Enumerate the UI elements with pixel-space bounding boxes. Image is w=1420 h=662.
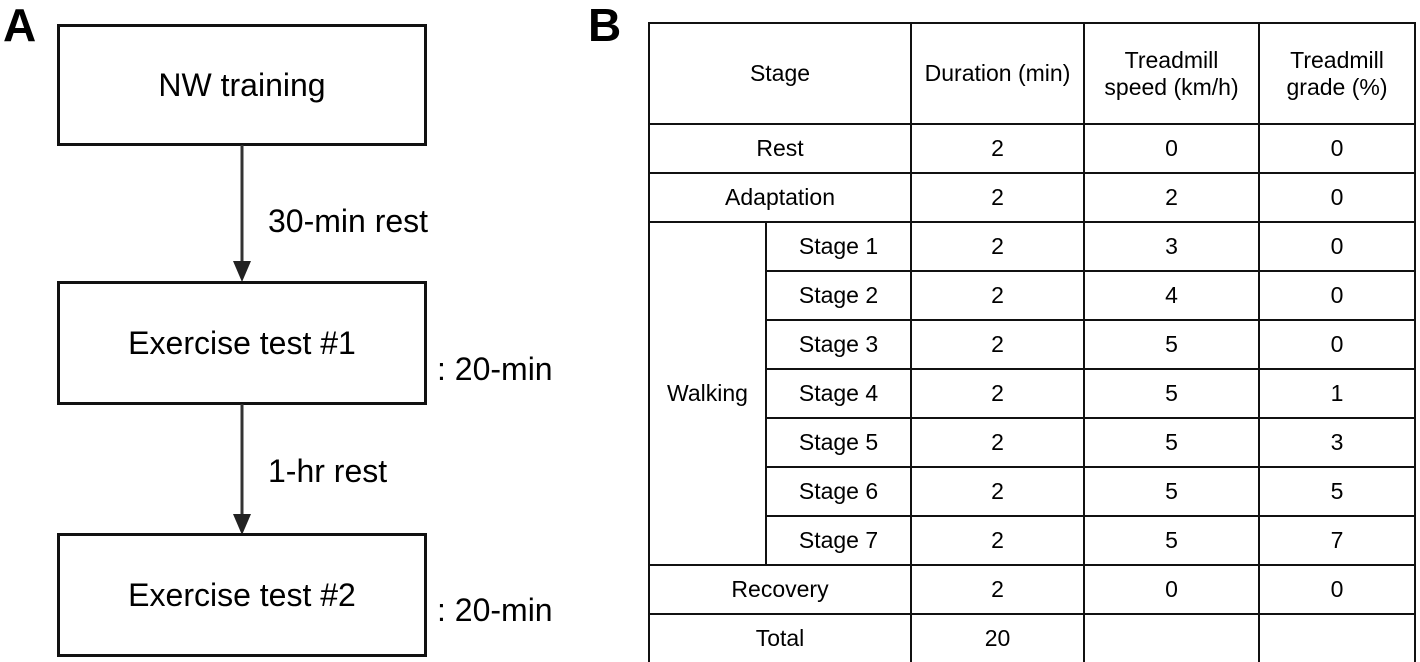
table-row: Stage 4 2 5 1 (649, 368, 1417, 419)
table-header-row: Stage Duration (min) Treadmill speed (km… (647, 22, 1417, 125)
cell-duration: 2 (910, 515, 1086, 566)
flow-box-label: NW training (158, 67, 326, 103)
table-row: Stage 2 2 4 0 (649, 270, 1417, 321)
header-treadmill-speed-line2: speed (km/h) (1104, 73, 1239, 100)
cell-duration: 2 (910, 466, 1086, 517)
cell-stage: Recovery (647, 564, 913, 615)
table-row: Recovery 2 0 0 (647, 564, 1417, 615)
cell-substage: Stage 1 (764, 221, 913, 272)
cell-speed: 0 (1083, 564, 1261, 615)
cell-grade: 0 (1258, 270, 1417, 321)
table-row: Stage 5 2 5 3 (649, 417, 1417, 468)
cell-grade: 0 (1258, 221, 1417, 272)
cell-speed: 3 (1083, 221, 1261, 272)
flow-arrow-down-2 (233, 404, 251, 535)
cell-substage: Stage 7 (764, 515, 913, 566)
side-note-duration-test-2: : 20-min (437, 592, 553, 628)
table-row: Stage 3 2 5 0 (649, 319, 1417, 370)
cell-grade: 0 (1258, 172, 1417, 223)
cell-substage: Stage 6 (764, 466, 913, 517)
flow-arrow-down-1 (233, 145, 251, 282)
flow-box-nw-training: NW training (57, 24, 427, 146)
cell-grade: 0 (1258, 564, 1417, 615)
header-treadmill-speed: Treadmill speed (km/h) (1083, 22, 1261, 125)
header-duration: Duration (min) (910, 22, 1086, 125)
cell-stage: Rest (647, 123, 913, 174)
flow-box-exercise-test-2: Exercise test #2 (57, 533, 427, 657)
cell-speed: 4 (1083, 270, 1261, 321)
cell-duration-total: 20 (910, 613, 1086, 662)
table-row: Stage 7 2 5 7 (649, 515, 1417, 566)
arrow-label-30-min-rest: 30-min rest (268, 203, 429, 239)
cell-duration: 2 (910, 172, 1086, 223)
cell-stage-group-walking: Walking (648, 221, 767, 566)
cell-stage: Adaptation (647, 172, 913, 223)
cell-grade: 5 (1258, 466, 1417, 517)
cell-grade: 3 (1258, 417, 1417, 468)
side-note-duration-test-1: : 20-min (437, 351, 553, 387)
flow-box-label: Exercise test #2 (128, 577, 356, 613)
table-row: Rest 2 0 0 (647, 123, 1417, 174)
header-treadmill-speed-line1: Treadmill (1124, 46, 1219, 73)
panel-a-letter: A (3, 0, 37, 51)
table-header: Stage Duration (min) Treadmill speed (km… (647, 22, 1417, 125)
flow-box-label: Exercise test #1 (128, 325, 356, 361)
header-stage: Stage (647, 22, 913, 125)
cell-speed: 0 (1083, 123, 1261, 174)
table-row: Stage 6 2 5 5 (649, 466, 1417, 517)
cell-speed-total (1083, 613, 1261, 662)
protocol-table: Stage Duration (min) Treadmill speed (km… (647, 22, 1417, 662)
table-row: Walking Stage 1 2 3 0 (648, 221, 1417, 566)
header-treadmill-grade-line1: Treadmill (1290, 46, 1384, 73)
cell-speed: 2 (1083, 172, 1261, 223)
cell-substage: Stage 5 (764, 417, 913, 468)
cell-substage: Stage 3 (764, 319, 913, 370)
header-treadmill-grade: Treadmill grade (%) (1258, 22, 1417, 125)
cell-stage-total: Total (647, 613, 913, 662)
cell-duration: 2 (910, 221, 1086, 272)
flow-box-exercise-test-1: Exercise test #1 (57, 281, 427, 405)
cell-duration: 2 (910, 123, 1086, 174)
cell-speed: 5 (1083, 417, 1261, 468)
cell-duration: 2 (910, 319, 1086, 370)
cell-grade: 1 (1258, 368, 1417, 419)
table-row: Adaptation 2 2 0 (647, 172, 1417, 223)
cell-speed: 5 (1083, 466, 1261, 517)
cell-grade: 7 (1258, 515, 1417, 566)
cell-duration: 2 (910, 417, 1086, 468)
cell-duration: 2 (910, 270, 1086, 321)
table-body: Rest 2 0 0 Adaptation 2 2 0 Walking Stag… (647, 123, 1417, 662)
cell-grade-total (1258, 613, 1417, 662)
cell-duration: 2 (910, 564, 1086, 615)
arrow-label-1-hr-rest: 1-hr rest (268, 453, 388, 489)
cell-duration: 2 (910, 368, 1086, 419)
cell-grade: 0 (1258, 123, 1417, 174)
header-treadmill-grade-line2: grade (%) (1286, 73, 1388, 100)
cell-speed: 5 (1083, 515, 1261, 566)
panel-b-letter: B (588, 0, 622, 51)
cell-grade: 0 (1258, 319, 1417, 370)
table-row-total: Total 20 (647, 613, 1417, 662)
cell-speed: 5 (1083, 319, 1261, 370)
cell-substage: Stage 4 (764, 368, 913, 419)
exercise-protocol-table: Stage Duration (min) Treadmill speed (km… (647, 22, 1417, 662)
cell-speed: 5 (1083, 368, 1261, 419)
cell-substage: Stage 2 (764, 270, 913, 321)
